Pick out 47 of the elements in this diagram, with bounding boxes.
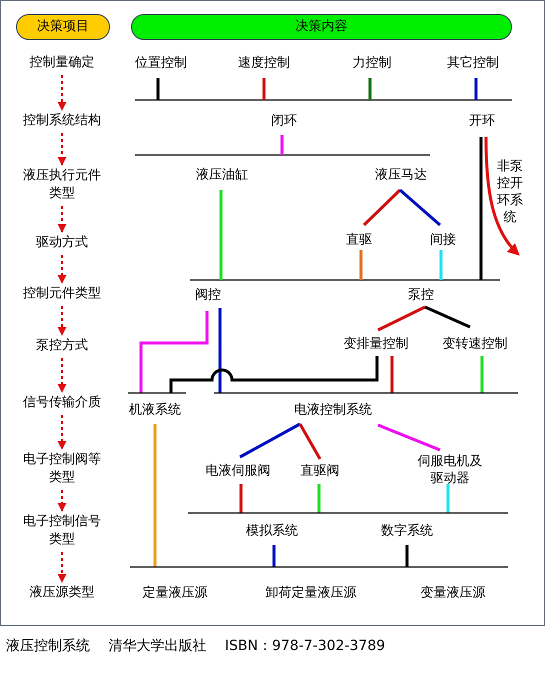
arrow <box>58 133 66 166</box>
option-label: 定量液压源 <box>142 584 208 602</box>
decision-item: 液压执行元件类型 <box>20 167 104 203</box>
decision-item: 信号传输介质 <box>20 394 104 412</box>
option-label: 变排量控制 <box>344 335 408 354</box>
option-label: 电液控制系统 <box>294 401 372 420</box>
decision-item: 液压源类型 <box>20 584 104 602</box>
option-label: 卸荷定量液压源 <box>266 584 356 602</box>
arrow <box>58 552 66 583</box>
arrow <box>58 415 66 450</box>
option-label: 机液系统 <box>129 401 181 420</box>
option-label: 位置控制 <box>135 54 187 72</box>
header-pill: 决策内容 <box>131 14 512 40</box>
option-label: 直驱 <box>346 231 372 250</box>
decision-item: 控制元件类型 <box>20 285 104 303</box>
option-label: 力控制 <box>352 54 392 72</box>
decision-item: 电子控制阀等类型 <box>20 451 104 487</box>
option-label: 变量液压源 <box>420 584 486 602</box>
option-label: 伺服电机及驱动器 <box>416 453 484 487</box>
option-label: 其它控制 <box>447 54 499 72</box>
option-label: 模拟系统 <box>246 522 298 540</box>
option-label: 泵控 <box>408 286 434 304</box>
option-label: 电液伺服阀 <box>206 462 270 480</box>
arrow <box>58 306 66 336</box>
option-label: 间接 <box>430 231 456 250</box>
arrow <box>58 255 66 284</box>
arrow <box>58 358 66 393</box>
caption: 液压控制系统 清华大学出版社 ISBN：978-7-302-3789 <box>6 637 386 656</box>
option-label: 闭环 <box>271 112 297 130</box>
header-pill: 决策项目 <box>16 14 110 40</box>
decision-item: 电子控制信号类型 <box>20 513 104 549</box>
decision-item: 控制系统结构 <box>20 112 104 130</box>
arrow <box>58 490 66 512</box>
option-label: 速度控制 <box>238 54 290 72</box>
option-label: 开环 <box>469 112 495 130</box>
option-label: 数字系统 <box>381 522 433 540</box>
option-label: 阀控 <box>195 286 221 304</box>
arrow <box>58 75 66 111</box>
decision-item: 驱动方式 <box>20 234 104 252</box>
decision-item: 控制量确定 <box>20 54 104 72</box>
option-label: 直驱阀 <box>300 462 340 480</box>
option-label: 液压马达 <box>375 166 427 184</box>
option-label: 液压油缸 <box>196 166 248 184</box>
option-label: 非泵控开环系统 <box>496 158 524 226</box>
decision-item: 泵控方式 <box>20 337 104 355</box>
option-label: 变转速控制 <box>442 335 508 354</box>
arrow <box>58 206 66 233</box>
